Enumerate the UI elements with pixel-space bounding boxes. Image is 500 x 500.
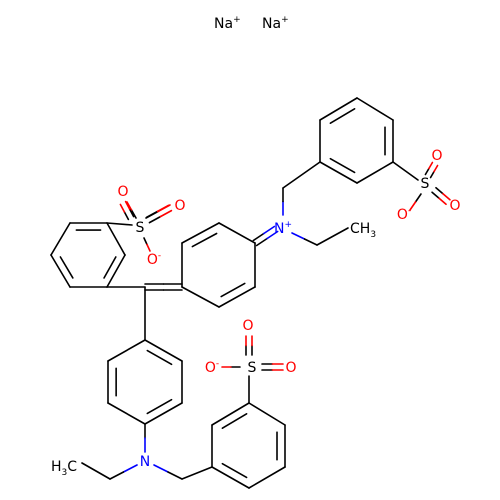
double-bond <box>145 210 159 219</box>
double-bond <box>252 232 265 242</box>
ring-bond <box>211 402 250 426</box>
ring-bond <box>107 339 146 362</box>
ring-bond <box>50 222 71 256</box>
ring-bond <box>50 254 71 288</box>
bond-line <box>130 209 137 219</box>
oxygen-atom: O <box>449 198 460 214</box>
ring-bond <box>107 402 146 425</box>
double-bond <box>429 170 435 179</box>
double-bond <box>156 204 170 213</box>
double-bond <box>159 209 173 218</box>
sulfur-atom: S <box>248 360 257 376</box>
oxygen-anion: O- <box>147 251 161 268</box>
bond-line <box>181 466 213 480</box>
double-bond <box>424 167 430 176</box>
ring-bond <box>144 402 183 425</box>
oxygen-atom: O <box>242 318 253 334</box>
ring-bond <box>218 222 256 244</box>
bond-line <box>291 232 306 240</box>
ring-bond <box>144 339 183 362</box>
sulfur-atom: S <box>421 176 430 192</box>
ring-bond <box>356 97 394 121</box>
ring-double-bond <box>220 282 246 298</box>
oxygen-atom: O <box>431 148 442 164</box>
bond-line <box>146 243 151 252</box>
amine-nitrogen: N <box>140 454 150 470</box>
ring-bond <box>248 402 286 426</box>
ring-bond <box>319 161 358 184</box>
ring-bond <box>106 254 126 288</box>
ring-double-bond <box>59 256 74 279</box>
sodium-ion-label: Na+ <box>262 15 289 32</box>
ring-bond <box>248 466 286 489</box>
bond-line <box>143 237 148 246</box>
double-bond <box>266 230 279 240</box>
sodium-ion-label: Na+ <box>214 15 241 32</box>
double-bond <box>119 203 126 213</box>
double-bond <box>255 237 268 247</box>
double-bond <box>433 164 439 173</box>
oxygen-atom: O <box>117 184 128 200</box>
double-bond <box>428 161 434 170</box>
bond-line <box>167 471 183 480</box>
double-bond <box>263 225 276 235</box>
bond-lines <box>50 97 451 489</box>
ring-bond <box>319 97 358 121</box>
ring-double-bond <box>146 349 173 366</box>
double-bond <box>123 211 130 221</box>
bond-line <box>81 462 111 480</box>
ring-bond <box>218 286 256 308</box>
ring-double-bond <box>103 256 117 279</box>
bond-line <box>282 161 321 189</box>
methyl-group-label: H3C <box>51 459 77 478</box>
bond-line <box>109 471 125 480</box>
bond-line <box>303 238 318 246</box>
bond-line <box>316 227 349 246</box>
bond-line <box>392 161 419 181</box>
sulfur-atom: S <box>136 220 145 236</box>
ring-bond <box>356 161 394 184</box>
oxygen-atom: O <box>285 360 296 376</box>
bond-line <box>122 464 138 473</box>
ring-double-bond <box>221 412 248 430</box>
double-bond <box>438 197 447 206</box>
oxygen-anion: O- <box>397 206 411 223</box>
oxygen-anion: O- <box>205 359 219 376</box>
oxygen-atom: O <box>174 198 185 214</box>
ring-bond <box>211 466 250 489</box>
double-bond <box>431 191 440 200</box>
double-bond <box>128 208 135 218</box>
double-bond <box>148 215 162 224</box>
ring-double-bond <box>329 107 356 125</box>
iminium-nitrogen: N+ <box>274 220 292 237</box>
ring-bond <box>106 222 126 256</box>
ring-double-bond <box>146 398 173 415</box>
ring-double-bond <box>191 232 218 248</box>
ring-bond <box>181 286 220 308</box>
methyl-group-label: CH3 <box>350 221 376 240</box>
double-bond <box>124 200 131 210</box>
bond-line <box>409 201 417 211</box>
bond-line <box>414 193 422 203</box>
ring-double-bond <box>221 462 248 479</box>
bond-line <box>153 464 169 473</box>
double-bond <box>442 192 451 201</box>
ring-bond <box>181 222 220 244</box>
ring-double-bond <box>329 157 356 174</box>
bond-line <box>126 201 133 211</box>
atom-labels: Na+ Na+ S O O O- S O O O- S O- O O N+ N … <box>51 15 461 478</box>
bond-line <box>106 222 133 226</box>
double-bond <box>435 186 444 195</box>
